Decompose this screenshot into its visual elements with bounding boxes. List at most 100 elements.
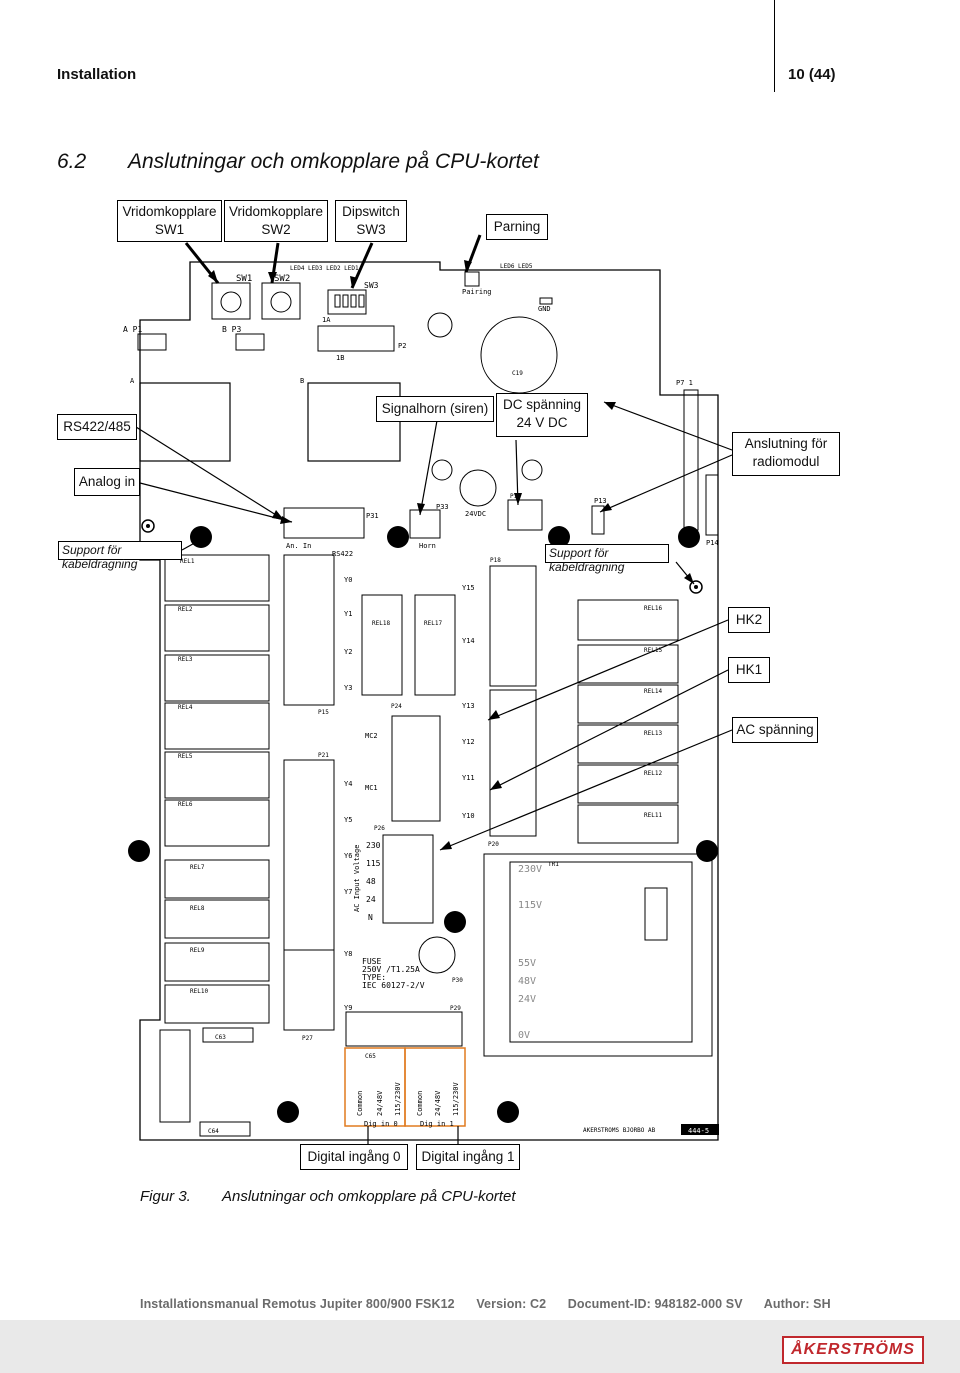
svg-text:FUSE: FUSE [362,957,381,966]
svg-text:REL9: REL9 [190,947,205,954]
svg-text:Y15: Y15 [462,584,475,592]
callout-sw2-line1: Vridomkopplare [228,204,324,219]
callout-radio-module: Anslutning för radiomodul [732,432,840,476]
svg-text:P24: P24 [391,703,402,710]
section-title: Anslutningar och omkopplare på CPU-korte… [128,150,539,173]
svg-text:REL7: REL7 [190,864,205,871]
svg-text:Y3: Y3 [344,684,352,692]
svg-text:REL1: REL1 [180,558,195,565]
svg-text:230V: 230V [518,864,542,875]
svg-text:Y1: Y1 [344,610,352,618]
svg-text:REL14: REL14 [644,688,662,695]
svg-text:B: B [300,377,304,385]
svg-text:Y8: Y8 [344,950,352,958]
svg-text:Y4: Y4 [344,780,352,788]
svg-text:115V: 115V [518,900,542,911]
svg-text:AKERSTROMS BJORBO AB: AKERSTROMS BJORBO AB [583,1127,656,1134]
svg-text:REL17: REL17 [424,620,442,627]
svg-text:24V: 24V [518,994,536,1005]
svg-text:24/48V: 24/48V [376,1090,384,1116]
svg-text:N: N [368,913,373,922]
svg-text:P29: P29 [450,1005,461,1012]
svg-text:115/230V: 115/230V [394,1081,402,1116]
svg-text:P33: P33 [436,503,449,511]
svg-text:Y2: Y2 [344,648,352,656]
svg-text:LED6 LED5: LED6 LED5 [500,263,533,270]
svg-text:P20: P20 [488,841,499,848]
svg-text:REL18: REL18 [372,620,390,627]
svg-text:A: A [130,377,135,385]
svg-text:Common: Common [356,1091,364,1116]
svg-text:MC2: MC2 [365,732,378,740]
callout-sw1: Vridomkopplare SW1 [117,200,222,242]
svg-text:SW2: SW2 [274,274,290,284]
svg-text:444-5: 444-5 [688,1127,709,1135]
callout-parning: Parning [486,214,548,240]
callout-hk2: HK2 [728,607,770,633]
svg-text:TYPE:: TYPE: [362,973,386,982]
svg-text:REL16: REL16 [644,605,662,612]
svg-text:C64: C64 [208,1128,219,1135]
svg-text:24VDC: 24VDC [465,510,486,518]
svg-text:230: 230 [366,841,381,850]
svg-text:IEC 60127-2/V: IEC 60127-2/V [362,981,425,990]
svg-text:REL2: REL2 [178,606,193,613]
callout-support-left: Support för kabeldragning [58,541,182,571]
svg-text:250V /T1.25A: 250V /T1.25A [362,965,420,974]
svg-text:A P1: A P1 [123,325,142,334]
footer-doc-id: Document-ID: 948182-000 SV [567,1297,743,1311]
callout-sw1-line1: Vridomkopplare [122,204,217,219]
svg-text:P27: P27 [302,1035,313,1042]
svg-text:Y5: Y5 [344,816,352,824]
svg-text:C65: C65 [365,1053,376,1060]
svg-text:Common: Common [416,1091,424,1116]
svg-text:REL15: REL15 [644,647,662,654]
svg-text:An. In: An. In [286,542,311,550]
svg-text:Dig in 1: Dig in 1 [420,1120,454,1128]
svg-text:LED4 LED3 LED2 LED1: LED4 LED3 LED2 LED1 [290,265,359,272]
svg-text:P30: P30 [452,977,463,984]
svg-text:Y7: Y7 [344,888,352,896]
svg-text:Y12: Y12 [462,738,475,746]
header-section: Installation [57,66,137,83]
callout-sw3: Dipswitch SW3 [335,200,407,242]
footer-version: Version: C2 [476,1297,547,1311]
figure-caption: Anslutningar och omkopplare på CPU-korte… [222,1188,516,1205]
svg-text:REL4: REL4 [178,704,193,711]
svg-text:P7 1: P7 1 [676,379,693,387]
svg-text:24/48V: 24/48V [434,1090,442,1116]
svg-text:B P3: B P3 [222,325,241,334]
svg-text:Dig in 0: Dig in 0 [364,1120,398,1128]
svg-text:P13: P13 [594,497,607,505]
svg-text:Y6: Y6 [344,852,352,860]
svg-text:Horn: Horn [419,542,436,550]
callout-digital-input-1: Digital ingång 1 [416,1144,520,1170]
svg-text:48: 48 [366,877,376,886]
svg-text:Y11: Y11 [462,774,475,782]
svg-text:REL10: REL10 [190,988,208,995]
svg-text:P21: P21 [318,752,329,759]
akerstroms-logo: ÅKERSTRÖMS [782,1336,924,1364]
svg-text:P14: P14 [706,539,719,547]
callout-sw3-line2: SW3 [356,222,386,237]
svg-text:REL11: REL11 [644,812,662,819]
svg-text:0V: 0V [518,1030,530,1041]
svg-text:MC1: MC1 [365,784,378,792]
svg-text:1B: 1B [336,354,344,362]
callout-ac-voltage: AC spänning [732,717,818,743]
svg-text:REL5: REL5 [178,753,193,760]
footer: Installationsmanual Remotus Jupiter 800/… [140,1297,849,1311]
svg-text:Y13: Y13 [462,702,475,710]
section-number: 6.2 [57,150,87,173]
svg-text:C63: C63 [215,1034,226,1041]
svg-text:SW3: SW3 [364,281,379,290]
callout-dc-voltage: DC spänning 24 V DC [496,393,588,437]
svg-text:REL12: REL12 [644,770,662,777]
svg-text:Y10: Y10 [462,812,475,820]
svg-text:P26: P26 [374,825,385,832]
svg-text:Y9: Y9 [344,1004,352,1012]
svg-text:Pairing: Pairing [462,288,492,296]
svg-text:TR1: TR1 [548,861,559,868]
svg-text:1A: 1A [322,316,331,324]
